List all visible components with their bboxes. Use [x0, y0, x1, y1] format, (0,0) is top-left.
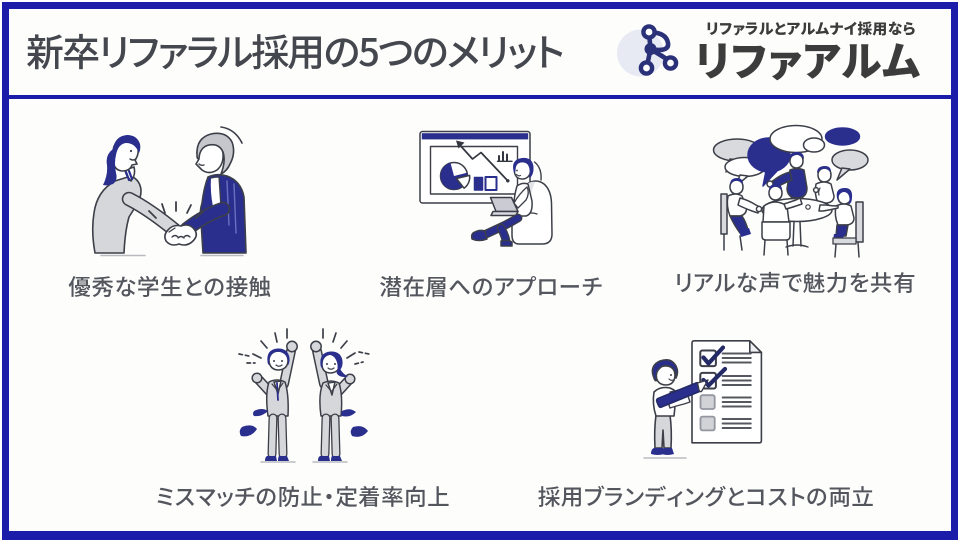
logo-name: リファアルム — [694, 28, 921, 88]
shoe — [331, 456, 342, 461]
sheet-fold — [749, 340, 763, 354]
checklist-rows — [699, 345, 752, 432]
chair-right — [855, 201, 864, 243]
shoe — [278, 456, 289, 461]
laptop — [489, 196, 519, 217]
handshake-hands — [164, 224, 198, 246]
mini-bar-chart — [496, 151, 513, 162]
logo-molecule-icon — [617, 24, 679, 77]
benefit-caption-2: 潜在層へのアプローチ — [379, 270, 603, 302]
person-front — [762, 184, 803, 223]
bar-block-filled — [473, 176, 484, 191]
header-divider — [9, 95, 951, 99]
benefit-caption-1: 優秀な学生との接触 — [68, 270, 272, 302]
pencil — [655, 379, 709, 409]
speech-bubbles — [712, 124, 869, 187]
chair-front — [761, 221, 791, 241]
person-legs — [653, 414, 673, 449]
chair-left — [720, 193, 728, 235]
spark-lines — [148, 201, 204, 219]
shoe — [500, 239, 513, 247]
page-title: 新卒リファラル採用の5つのメリット — [26, 22, 565, 77]
shoe — [662, 448, 674, 455]
illustration-presentation — [419, 130, 553, 247]
illustration-handshake — [91, 126, 247, 257]
man-hair — [196, 132, 235, 175]
celebration-leaves — [239, 409, 368, 437]
person-hair — [651, 359, 679, 382]
shoe — [651, 448, 664, 455]
illustration-roundtable — [712, 124, 869, 258]
woman-jacket — [91, 175, 142, 254]
pie-chart — [439, 161, 471, 191]
person-left — [726, 178, 763, 237]
hair — [267, 348, 290, 366]
benefit-caption-5: 採用ブランディングとコストの両立 — [537, 480, 875, 512]
suit — [319, 380, 343, 417]
shoe — [265, 456, 277, 461]
bar-block-outline — [484, 176, 498, 191]
whiteboard-header-bar — [421, 133, 529, 140]
person-hair — [513, 157, 534, 178]
spark-lines — [238, 328, 370, 365]
trend-arrow — [456, 140, 510, 183]
person-left — [251, 340, 298, 461]
illustration-checklist — [643, 340, 763, 459]
shoe — [318, 456, 330, 461]
person-right-back — [812, 166, 835, 204]
benefit-caption-4: ミスマッチの防止・定着率向上 — [155, 480, 451, 512]
benefit-caption-3: リアルな声で魅力を共有 — [673, 266, 917, 298]
logo-tagline: リファラルとアルムナイ採用なら — [706, 18, 916, 39]
shoe — [470, 229, 488, 242]
person-right — [310, 340, 356, 461]
row-lines — [721, 352, 752, 429]
woman-hair — [103, 135, 141, 186]
hair — [320, 351, 348, 378]
illustration-cheering — [238, 328, 370, 463]
person — [651, 359, 697, 455]
